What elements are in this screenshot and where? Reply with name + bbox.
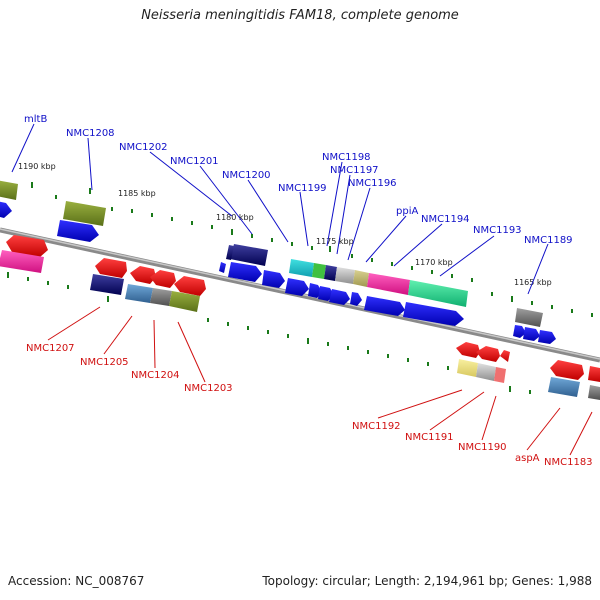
gene-arrow	[130, 266, 156, 284]
gene-label-nmc1208: NMC1208	[66, 128, 115, 139]
gene-label-nmc1203: NMC1203	[184, 383, 233, 394]
gene-label-nmc1198: NMC1198	[322, 152, 371, 163]
gene-arrow	[150, 270, 176, 288]
gene-arrow	[174, 276, 206, 296]
accession-label: Accession: NC_008767	[8, 574, 145, 588]
gene-label-nmc1189: NMC1189	[524, 235, 573, 246]
scale-label: 1170 kbp	[415, 258, 453, 267]
gene-label-nmc1201: NMC1201	[170, 156, 219, 167]
gene-nmc1204	[125, 284, 153, 303]
forward-strand-genes	[0, 180, 556, 344]
gene-nmc1199	[289, 259, 314, 277]
gene-label-nmc1204: NMC1204	[131, 370, 180, 381]
top-gene-labels: mltB NMC1208 NMC1202 NMC1201 NMC1200 NMC…	[24, 114, 573, 246]
gene-nmc1200	[230, 244, 268, 266]
scale-label: 1185 kbp	[118, 189, 156, 198]
gene-arrow	[513, 325, 526, 338]
gene-nmc1194	[367, 273, 410, 295]
gene-arrow	[262, 270, 285, 288]
gene-label-nmc1193: NMC1193	[473, 225, 522, 236]
topology-label: Topology: circular; Length: 2,194,961 bp…	[262, 574, 592, 588]
gene-arrow	[318, 286, 334, 301]
gene-label-nmc1192: NMC1192	[352, 421, 401, 432]
gene-arrow	[329, 289, 350, 305]
gene-arrow	[228, 262, 262, 282]
gene-arrow	[0, 180, 18, 200]
gene-arrow	[350, 292, 362, 306]
gene-ppia	[353, 270, 369, 287]
gene-arrow	[57, 220, 99, 242]
gene-nmc1190	[494, 367, 506, 383]
gene-nmc1205	[90, 274, 124, 295]
gene-arrow	[6, 235, 48, 257]
gene-arrow	[0, 201, 12, 218]
gene-arrow	[364, 296, 405, 316]
gene-arrow	[550, 360, 584, 380]
gene-nmc1207	[0, 250, 44, 273]
gene-label-nmc1183: NMC1183	[544, 457, 593, 468]
gene-nmc1197	[324, 265, 337, 281]
gene-arrow	[500, 350, 510, 362]
gene-nmc1208	[63, 201, 106, 226]
scale-label: 1175 kbp	[316, 237, 354, 246]
gene-label-mltb: mltB	[24, 114, 47, 125]
gene-label-nmc1197: NMC1197	[330, 165, 379, 176]
gene-arrow	[219, 262, 226, 273]
gene-nmc1204b	[150, 288, 172, 306]
gene-label-nmc1200: NMC1200	[222, 170, 271, 181]
gene-nmc1198	[312, 263, 326, 279]
gene-label-nmc1202: NMC1202	[119, 142, 168, 153]
gene-arrow	[523, 327, 540, 341]
gene-arrow	[308, 283, 322, 298]
bottom-gene-labels: NMC1207 NMC1205 NMC1204 NMC1203 NMC1192 …	[26, 343, 593, 468]
gene-aspa	[548, 377, 580, 397]
gene-nmc1191	[476, 363, 496, 381]
gene-nmc1192	[457, 359, 478, 377]
gene-arrow	[476, 346, 500, 362]
gene-label-nmc1205: NMC1205	[80, 357, 129, 368]
gene-label-ppia: ppiA	[396, 206, 418, 217]
tick-track-upper	[7, 182, 593, 317]
genome-title: Neisseria meningitidis FAM18, complete g…	[141, 8, 459, 23]
gene-nmc1196	[335, 267, 355, 284]
gene-label-nmc1207: NMC1207	[26, 343, 75, 354]
gene-label-nmc1194: NMC1194	[421, 214, 470, 225]
top-leader-lines	[11, 123, 549, 295]
reverse-strand-genes	[0, 235, 600, 400]
gene-arrow	[538, 330, 556, 344]
gene-label-nmc1191: NMC1191	[405, 432, 454, 443]
gene-nmc1183	[588, 385, 600, 400]
gene-label-nmc1190: NMC1190	[458, 442, 507, 453]
gene-arrow	[95, 258, 127, 278]
gene-arrow	[456, 342, 480, 358]
gene-nmc1203	[169, 291, 200, 312]
tick-track-lower	[7, 272, 531, 394]
gene-arrow	[403, 302, 464, 326]
gene-arrow	[588, 366, 600, 382]
gene-arrow	[226, 245, 234, 260]
gene-arrow	[285, 278, 309, 296]
gene-nmc1193	[408, 280, 468, 307]
gene-label-nmc1199: NMC1199	[278, 183, 327, 194]
gene-label-nmc1196: NMC1196	[348, 178, 397, 189]
gene-label-aspa: aspA	[515, 453, 540, 464]
bottom-leader-lines	[47, 306, 593, 456]
scale-label: 1180 kbp	[216, 213, 254, 222]
gene-nmc1189	[515, 308, 543, 327]
scale-label: 1190 kbp	[18, 162, 56, 171]
